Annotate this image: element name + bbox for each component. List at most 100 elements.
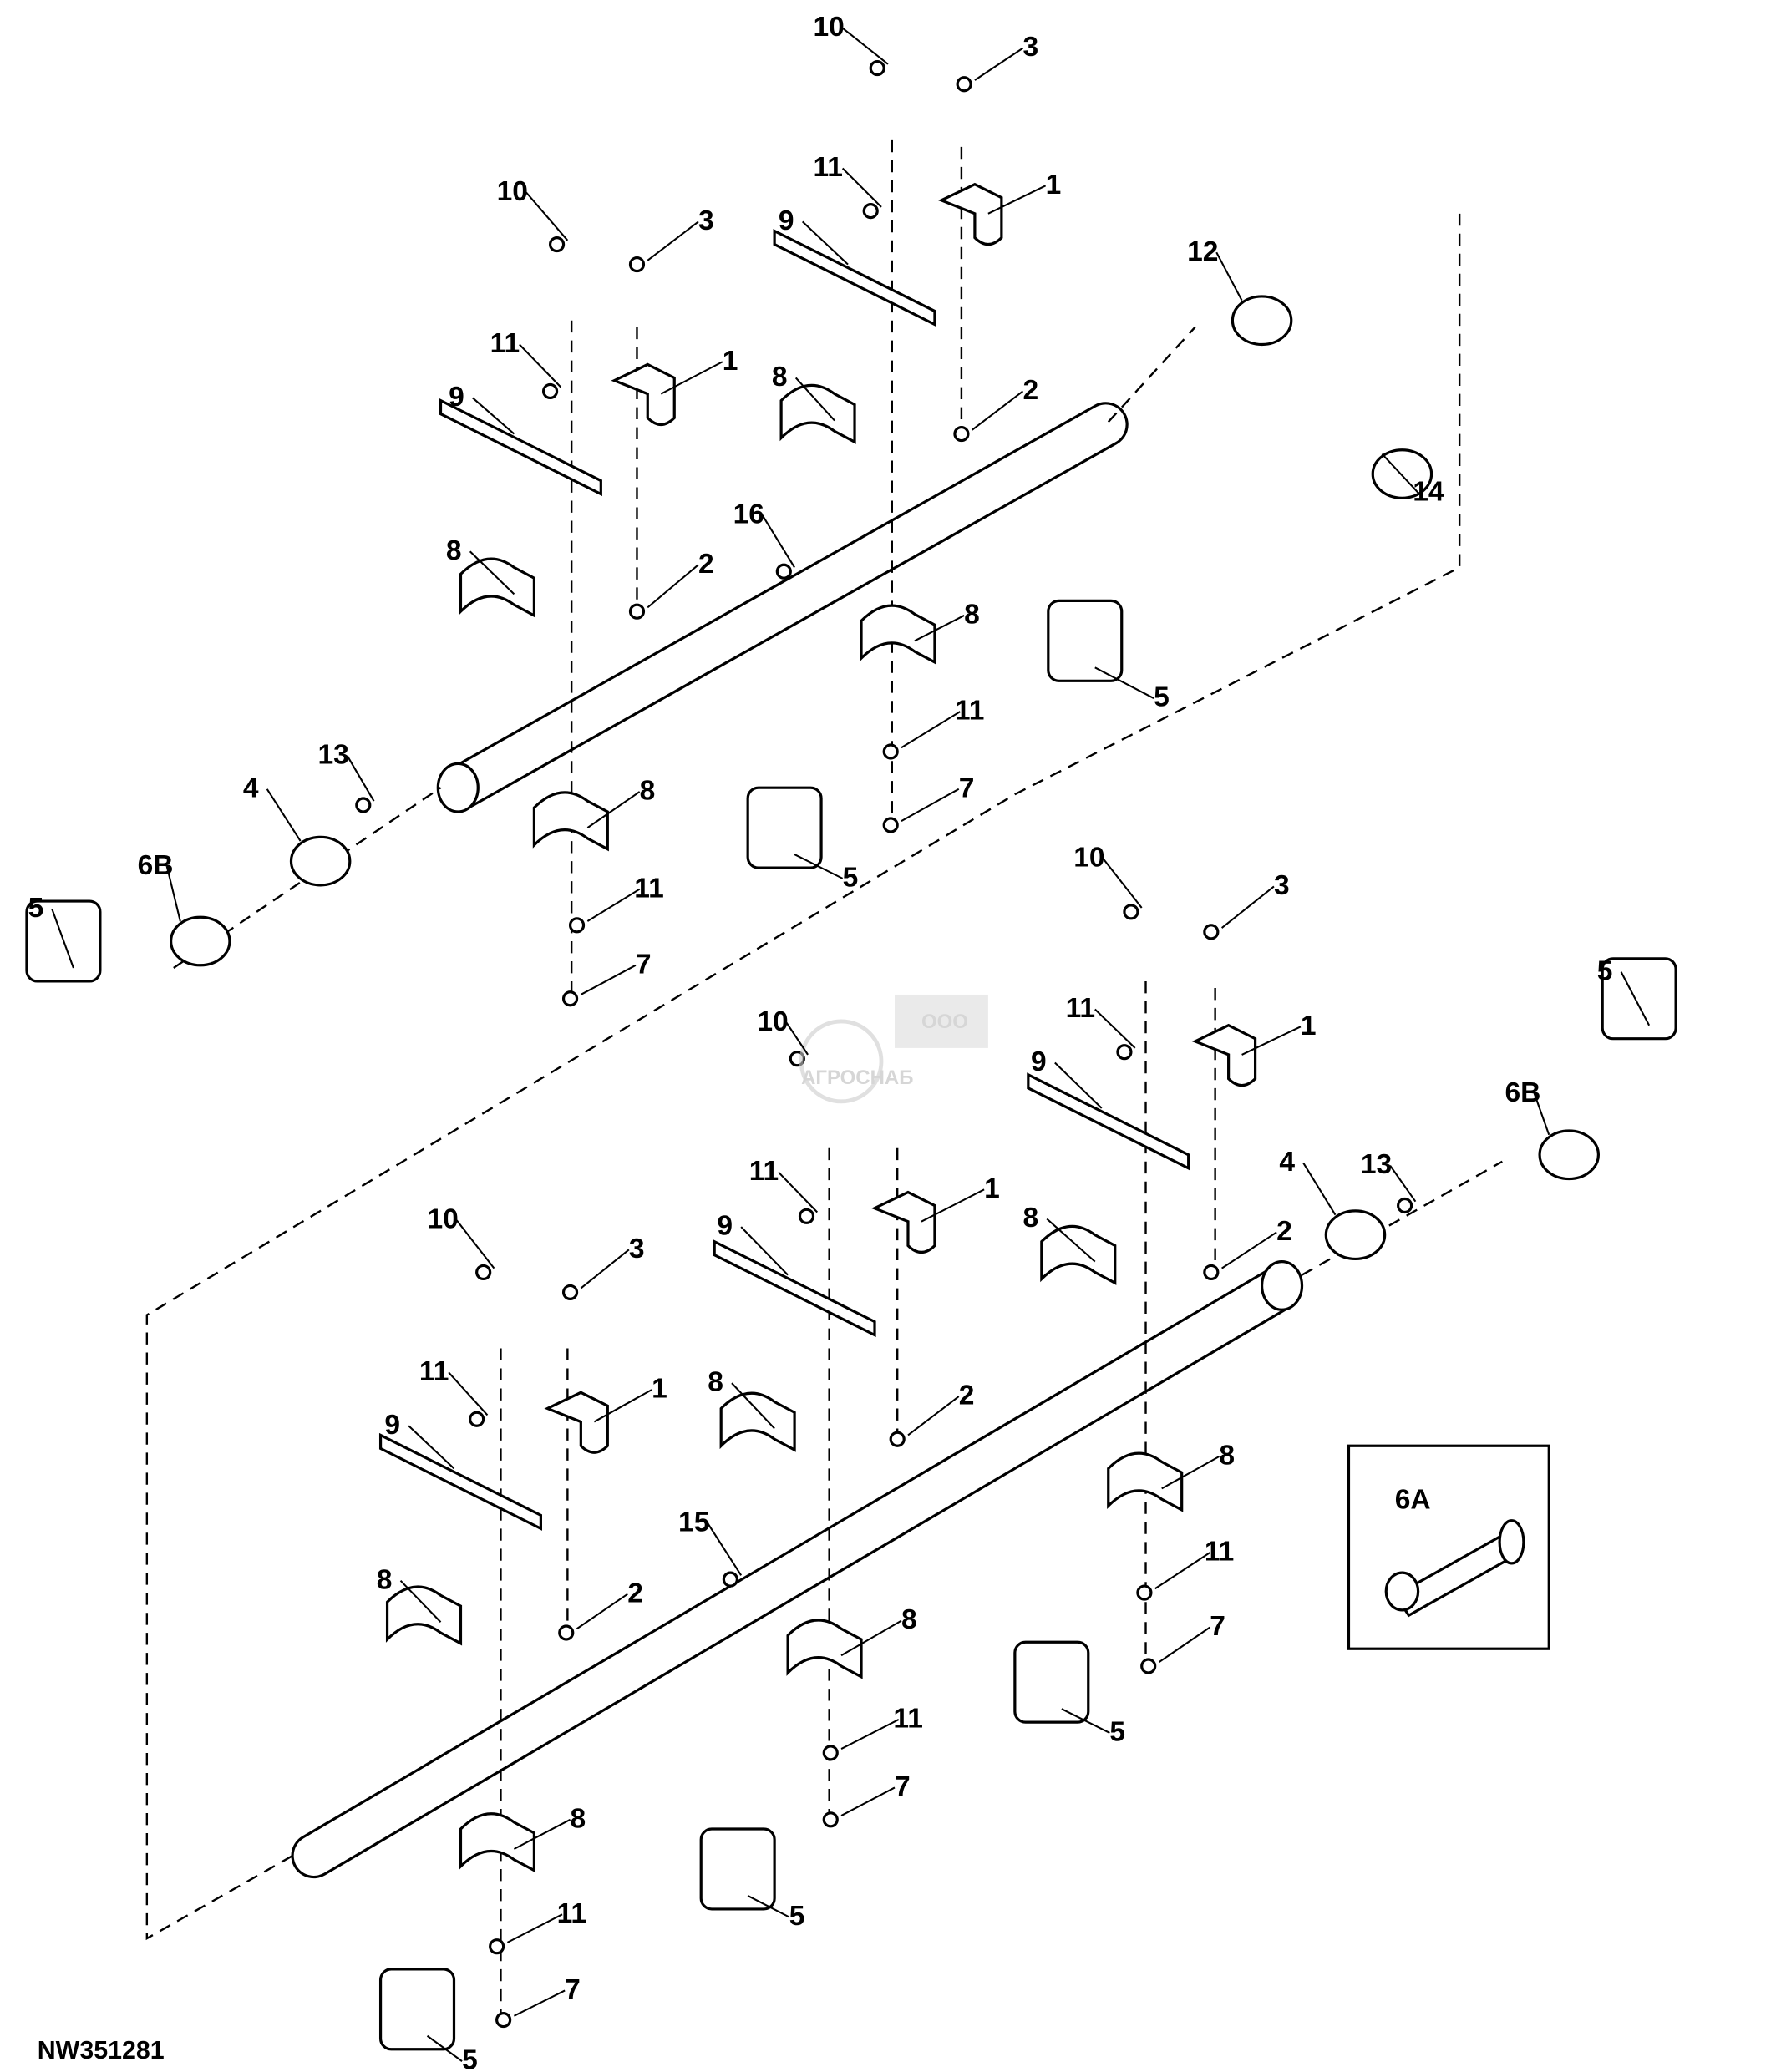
callout-5: 5 [1597, 955, 1613, 986]
leader-line [761, 514, 795, 568]
part-7 [561, 990, 579, 1007]
callout-5: 5 [462, 2045, 478, 2072]
part-8 [385, 1585, 463, 1646]
callout-1: 1 [984, 1173, 1000, 1204]
leader-line [580, 964, 637, 995]
callout-8: 8 [901, 1604, 917, 1635]
part-7 [822, 1811, 839, 1828]
part-11 [862, 203, 879, 220]
part-11 [541, 382, 559, 400]
callout-10: 10 [428, 1204, 459, 1235]
leader-line [51, 909, 74, 969]
part-8 [1107, 1451, 1184, 1512]
callout-2: 2 [698, 549, 714, 580]
leader-line [513, 1989, 566, 2017]
leader-line [707, 1522, 743, 1576]
part-8 [459, 557, 535, 618]
part-10 [475, 1264, 492, 1281]
callout-7: 7 [895, 1771, 911, 1802]
leader-line [974, 47, 1024, 81]
callout-6b: 6B [1505, 1077, 1541, 1108]
part-1 [544, 1391, 609, 1454]
leader-line [1158, 1626, 1210, 1664]
part-5 [1601, 957, 1677, 1041]
part-4 [289, 835, 352, 887]
callout-11: 11 [634, 873, 663, 904]
leader-line [794, 377, 835, 422]
callout-8: 8 [964, 600, 980, 631]
leader-line [472, 397, 515, 435]
callout-3: 3 [629, 1234, 645, 1264]
leader-line [740, 1226, 789, 1276]
callout-10: 10 [757, 1006, 788, 1037]
part-11 [1116, 1044, 1133, 1061]
leader-line [266, 788, 302, 842]
leader-line [1389, 1164, 1417, 1203]
part-2 [1203, 1264, 1220, 1281]
part-3 [628, 256, 646, 273]
callout-11: 11 [893, 1704, 922, 1735]
callout-11: 11 [557, 1898, 586, 1929]
leader-line [647, 564, 699, 609]
part-8 [532, 791, 609, 852]
callout-11: 11 [419, 1356, 449, 1387]
part-6b [1538, 1129, 1600, 1181]
callout-5: 5 [1109, 1717, 1125, 1748]
callout-3: 3 [1022, 32, 1038, 63]
callout-1: 1 [723, 346, 738, 377]
leader-line [747, 1895, 790, 1918]
leader-line [586, 888, 641, 922]
callout-3: 3 [1274, 870, 1290, 901]
callout-8: 8 [772, 362, 788, 393]
callout-8: 8 [708, 1367, 723, 1398]
callout-1: 1 [652, 1374, 667, 1405]
callout-10: 10 [813, 12, 844, 43]
leader-line [399, 1579, 442, 1623]
part-9 [378, 1432, 542, 1531]
svg-text:ООО: ООО [921, 1011, 968, 1033]
callout-7: 7 [959, 773, 975, 803]
leader-line [842, 27, 889, 65]
leader-line [987, 185, 1047, 215]
part-1 [1191, 1023, 1257, 1087]
part-9 [439, 398, 602, 497]
leader-line [1221, 1231, 1277, 1269]
leader-line [1241, 1026, 1302, 1056]
leader-line [408, 1425, 455, 1470]
leader-line [469, 550, 515, 595]
leader-line [647, 220, 699, 261]
callout-13: 13 [1361, 1149, 1392, 1180]
part-1 [871, 1190, 936, 1254]
callout-5: 5 [28, 893, 44, 924]
part-3 [561, 1284, 579, 1301]
callout-14: 14 [1413, 477, 1444, 508]
part-10 [1123, 904, 1139, 920]
leader-line [525, 191, 569, 241]
callout-10: 10 [497, 176, 528, 207]
part-1 [611, 362, 676, 426]
part-10 [548, 236, 566, 253]
leader-line [576, 1593, 628, 1630]
leader-line [921, 1188, 985, 1223]
leader-line [506, 1913, 563, 1943]
leader-line [346, 755, 375, 802]
part-4 [1324, 1209, 1387, 1261]
callout-8: 8 [1219, 1441, 1235, 1472]
callout-2: 2 [1276, 1216, 1292, 1247]
callout-8: 8 [377, 1564, 393, 1595]
callout-9: 9 [384, 1410, 400, 1441]
part-11 [489, 1938, 505, 1955]
callout-2: 2 [627, 1578, 643, 1608]
inset-label: 6A [1395, 1484, 1431, 1515]
part-8 [719, 1391, 796, 1452]
callout-1: 1 [1301, 1011, 1317, 1041]
leader-line [841, 167, 882, 208]
part-8 [786, 1619, 863, 1679]
leader-line [513, 1818, 571, 1850]
part-11 [469, 1411, 485, 1427]
leader-line [426, 2034, 463, 2062]
part-5 [1013, 1640, 1090, 1724]
